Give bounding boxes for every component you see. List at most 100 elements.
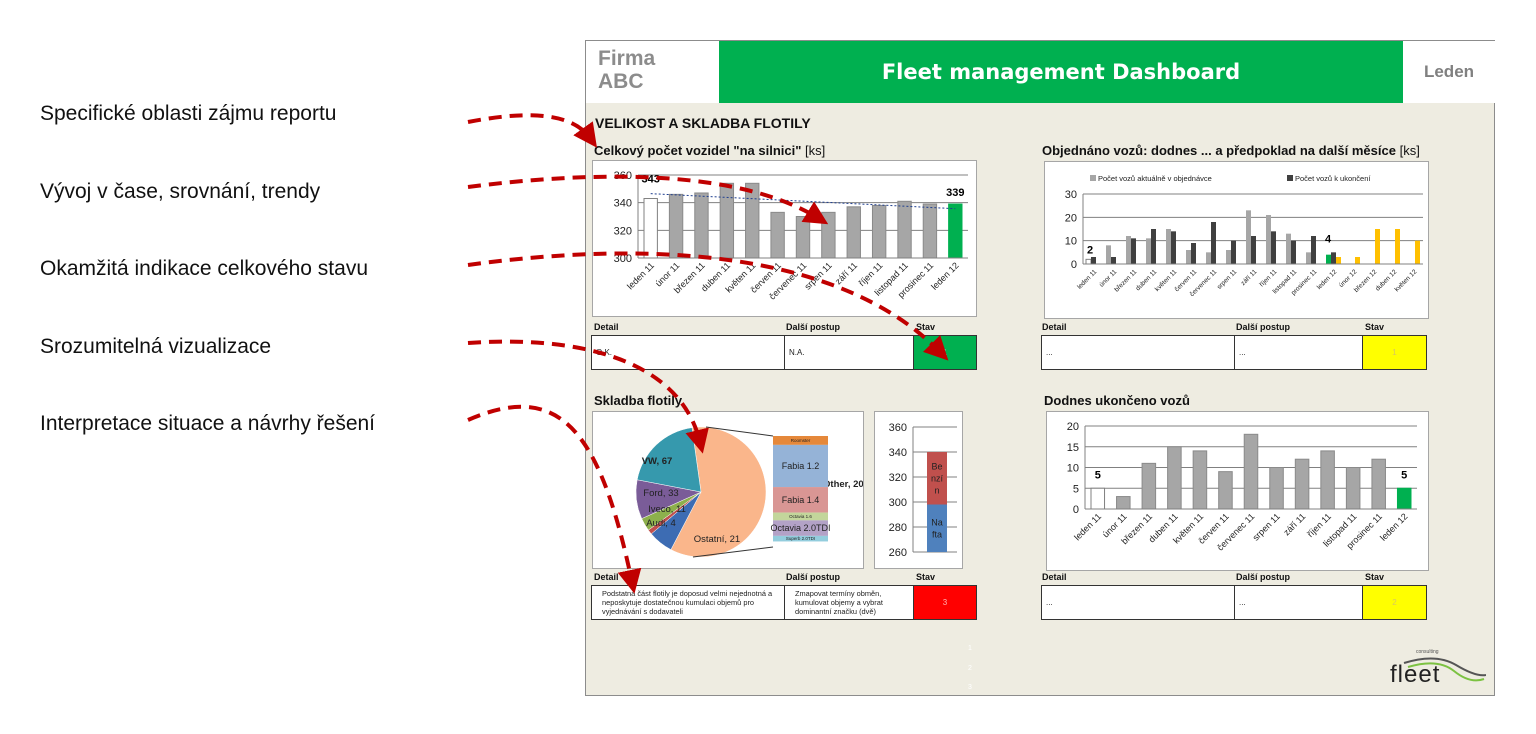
stack-label: fta [932,529,942,539]
status-cell-red: 3 [914,586,976,619]
breakdown-label: Octavia 1.6 [789,514,812,519]
y-tick-label: 10 [1065,236,1077,248]
bar-ordered [1146,238,1151,264]
pie-label: Other, 203 [823,479,863,490]
legend-swatch [1090,175,1096,181]
next-cell: ... [1235,586,1363,619]
breakdown-segment [773,535,828,542]
bar [1141,462,1157,510]
logo-subtext: consulting [1416,649,1439,655]
data-label: 5 [1401,469,1407,481]
bar [770,211,785,259]
bar-ordered [1266,215,1271,264]
composition-table: Podstatná část flotily je doposud velmi … [591,585,977,620]
x-tick-label: březen 11 [1113,268,1138,293]
status-label: Stav [1365,322,1385,332]
bar [643,198,658,259]
bar-to-terminate [1291,240,1296,264]
bar [948,203,963,259]
fleet-consulting-logo: consulting fleet [1386,649,1487,693]
bar [1218,471,1233,510]
status-label: Stav [916,572,936,582]
legend-label: Počet vozů k ukončení [1295,174,1371,183]
stack-segment [927,504,947,552]
bar-ordered [1085,258,1092,265]
breakdown-label: Fabia 1.4 [782,495,820,505]
y-tick-label: 15 [1067,442,1079,454]
x-tick-label: srpen 11 [802,260,833,291]
bar-ordered [1206,252,1211,264]
bar-to-terminate [1211,222,1216,264]
next-cell: N.A. [785,336,914,369]
y-tick-label: 360 [889,422,907,434]
y-tick-label: 360 [614,170,632,182]
annotation-visualization: Srozumitelná vizualizace [40,335,272,358]
bar [1294,458,1310,510]
dashboard-title: Fleet management Dashboard [719,41,1403,103]
data-label: 5 [1095,469,1101,481]
bar [719,182,735,259]
terminated-title: Dodnes ukončeno vozů [1044,393,1190,408]
bar [1116,496,1131,510]
x-tick-label: leden 12 [929,260,960,291]
bar-to-terminate [1271,231,1276,264]
x-tick-label: září 11 [1281,511,1307,537]
detail-cell: ... [1042,586,1235,619]
bar [922,203,938,259]
breakdown-label: Fabia 1.2 [782,461,820,471]
next-label: Další postup [786,572,841,582]
annotation-status: Okamžitá indikace celkového stavu [40,257,368,280]
y-tick-label: 0 [1073,504,1079,516]
bar-ordered [1126,236,1131,264]
data-label: 343 [642,174,660,186]
next-label: Další postup [1236,322,1291,332]
logo-text: fleet [1390,661,1441,688]
bar-to-terminate [1151,229,1156,264]
status-label: Stav [916,322,936,332]
bar-ordered [1246,210,1251,264]
status-cell-yellow: 2 [1363,586,1426,619]
stack-segment [927,452,947,505]
month-label: Leden [1403,41,1495,103]
bar [1090,487,1106,510]
bar [821,211,836,259]
annotation-report-areas: Specifické oblasti zájmu reportu [40,102,337,125]
status-label: Stav [1365,572,1385,582]
stack-label: Na [931,517,943,527]
bar-forecast [1375,229,1380,264]
connector-line [692,546,774,558]
data-label: 4 [1325,234,1332,246]
y-tick-label: 340 [889,447,907,459]
title-text: Objednáno vozů: dodnes ... a předpoklad … [1042,143,1396,158]
y-tick-label: 5 [1073,483,1079,495]
y-tick-label: 20 [1065,212,1077,224]
detail-label: Detail [1042,572,1067,582]
orders-title: Objednáno vozů: dodnes ... a předpoklad … [1042,143,1420,158]
unit: [ks] [805,143,826,158]
bar [745,182,760,259]
annotation-interpretation: Interpretace situace a návrhy řešení [40,412,376,435]
bar [1345,467,1361,510]
bar [1371,458,1386,510]
bar-to-terminate [1331,252,1336,264]
bar-to-terminate [1231,240,1236,264]
x-tick-label: srpen 11 [1216,268,1239,291]
x-tick-label: leden 12 [1316,268,1339,291]
y-tick-label: 260 [889,547,907,559]
bar [795,216,811,259]
bar-to-terminate [1191,243,1196,264]
y-tick-label: 10 [1067,463,1079,475]
unit: [ks] [1399,143,1420,158]
bar-to-terminate [1311,236,1316,264]
x-tick-label: září 11 [833,260,859,286]
bar [871,204,887,259]
y-tick-label: 340 [614,198,632,210]
breakdown-segment [773,520,828,536]
breakdown-segment [773,487,828,513]
bar-to-terminate [1131,238,1136,264]
